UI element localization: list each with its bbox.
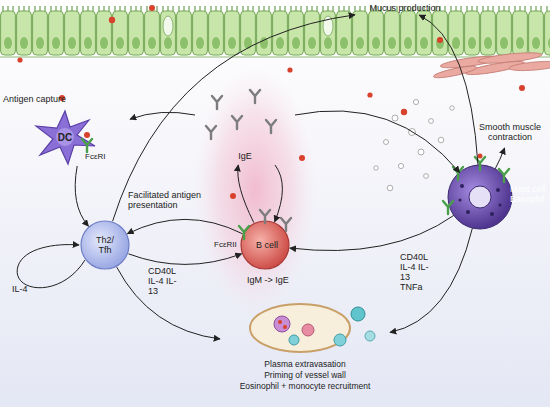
arrow-connector <box>390 228 472 332</box>
text-label: Facilitated antigen presentation <box>128 190 218 210</box>
arrow-connector <box>113 15 355 221</box>
allergens <box>17 5 525 199</box>
released-granules <box>374 99 454 190</box>
arrow-connector <box>128 254 241 265</box>
text-label: DC <box>53 132 77 143</box>
text-label: FcεRII <box>214 241 244 250</box>
cell-node: IgE <box>195 85 295 165</box>
text-label: FcεRI <box>85 153 125 162</box>
pink-glow <box>193 65 317 315</box>
epithelium <box>0 6 550 56</box>
text-label: Th2/ Tfh <box>90 235 120 255</box>
text-label: Mucus production <box>355 3 455 13</box>
text-label: IgM -> IgE <box>238 275 298 285</box>
arrow-connector <box>75 166 88 226</box>
text-label: Plasma extravasation <box>220 360 390 370</box>
cell-node: FcεRIIB cellIgM -> IgE <box>220 213 315 288</box>
text-label: Eosinophil + monocyte recruitment <box>220 382 390 392</box>
text-label: Mast cell Basophil <box>510 184 550 204</box>
basement-membrane <box>0 56 550 58</box>
arrow-connector <box>127 219 242 233</box>
il4-loop <box>17 245 85 288</box>
vessel-shape <box>220 300 390 358</box>
arrow-connector <box>275 165 283 222</box>
text-label: CD40L IL-4 IL-13 TNFa <box>400 252 433 292</box>
arrow-connector <box>130 112 195 119</box>
cell-node: Plasma extravasationPriming of vessel wa… <box>220 300 390 400</box>
cell-node: DC FcεRI <box>35 108 130 166</box>
text-label: B cell <box>252 240 282 250</box>
text-label: Antigen capture <box>3 94 83 104</box>
cell-node: Th2/ Tfh <box>80 220 130 270</box>
arrow-connector <box>238 165 254 223</box>
text-label: IgE <box>230 151 260 161</box>
cell-node: Mast cell Basophil <box>440 160 550 235</box>
dc-shape <box>35 108 130 166</box>
goblet-cell <box>163 16 173 36</box>
text-label: Priming of vessel wall <box>220 371 390 381</box>
cell-node: Smooth muscle contraction <box>470 120 550 148</box>
smooth-muscle <box>433 51 550 80</box>
arrow-connector <box>290 215 454 250</box>
cell-node: Mucus production <box>355 1 455 15</box>
text-label: Smooth muscle contraction <box>476 122 544 142</box>
text-label: CD40L IL-4 IL-13 <box>148 266 181 296</box>
arrow-connector <box>495 148 504 169</box>
arrow-connector <box>295 111 460 173</box>
text-label: IL-4 <box>12 284 42 294</box>
